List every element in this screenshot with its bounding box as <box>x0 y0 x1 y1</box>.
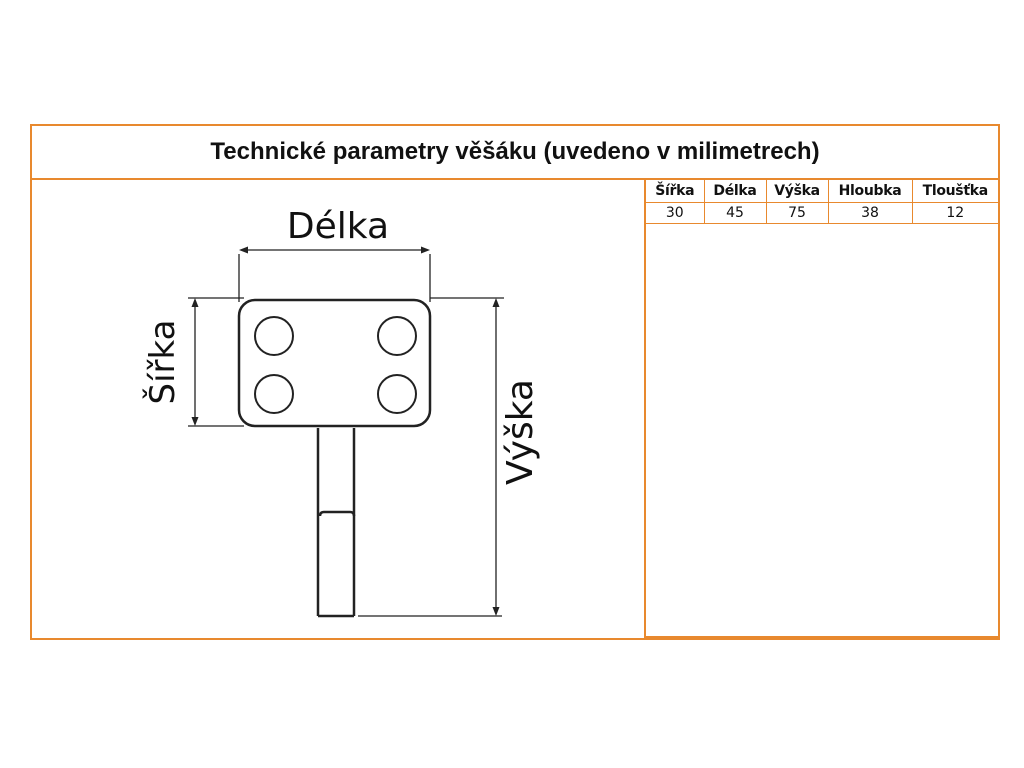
screw-hole <box>254 316 294 356</box>
base-plate <box>237 298 432 428</box>
width-label: Šířka <box>142 320 183 405</box>
value-thickness: 12 <box>911 202 998 224</box>
parameters-frame: Technické parametry věšáku (uvedeno v mi… <box>30 124 1000 640</box>
header-thickness: Tloušťka <box>911 180 998 203</box>
hook-drawing: Délka Šířka Výška <box>32 180 644 638</box>
value-depth: 38 <box>827 202 913 224</box>
header-height: Výška <box>765 180 829 203</box>
value-length: 45 <box>703 202 767 224</box>
value-width: 30 <box>646 202 705 224</box>
parameters-table: Šířka Délka Výška Hloubka Tloušťka 30 45… <box>646 180 998 224</box>
screw-hole <box>254 374 294 414</box>
table-header-row: Šířka Délka Výška Hloubka Tloušťka <box>646 180 998 203</box>
length-label: Délka <box>287 206 389 247</box>
screw-hole <box>377 374 417 414</box>
header-length: Délka <box>703 180 767 203</box>
hook-stem <box>316 428 356 618</box>
parameters-pane: Šířka Délka Výška Hloubka Tloušťka 30 45… <box>644 180 1000 638</box>
page-title: Technické parametry věšáku (uvedeno v mi… <box>210 138 820 165</box>
height-label: Výška <box>500 379 541 485</box>
header-width: Šířka <box>646 180 705 203</box>
title-row: Technické parametry věšáku (uvedeno v mi… <box>32 126 998 180</box>
length-dimension: Délka <box>238 206 431 302</box>
height-dimension: Výška <box>358 297 541 617</box>
screw-hole <box>377 316 417 356</box>
header-depth: Hloubka <box>827 180 913 203</box>
value-height: 75 <box>765 202 829 224</box>
width-dimension: Šířka <box>142 297 244 427</box>
hook-diagram-svg: Délka Šířka Výška <box>142 206 541 618</box>
table-row: 30 45 75 38 12 <box>646 202 998 224</box>
